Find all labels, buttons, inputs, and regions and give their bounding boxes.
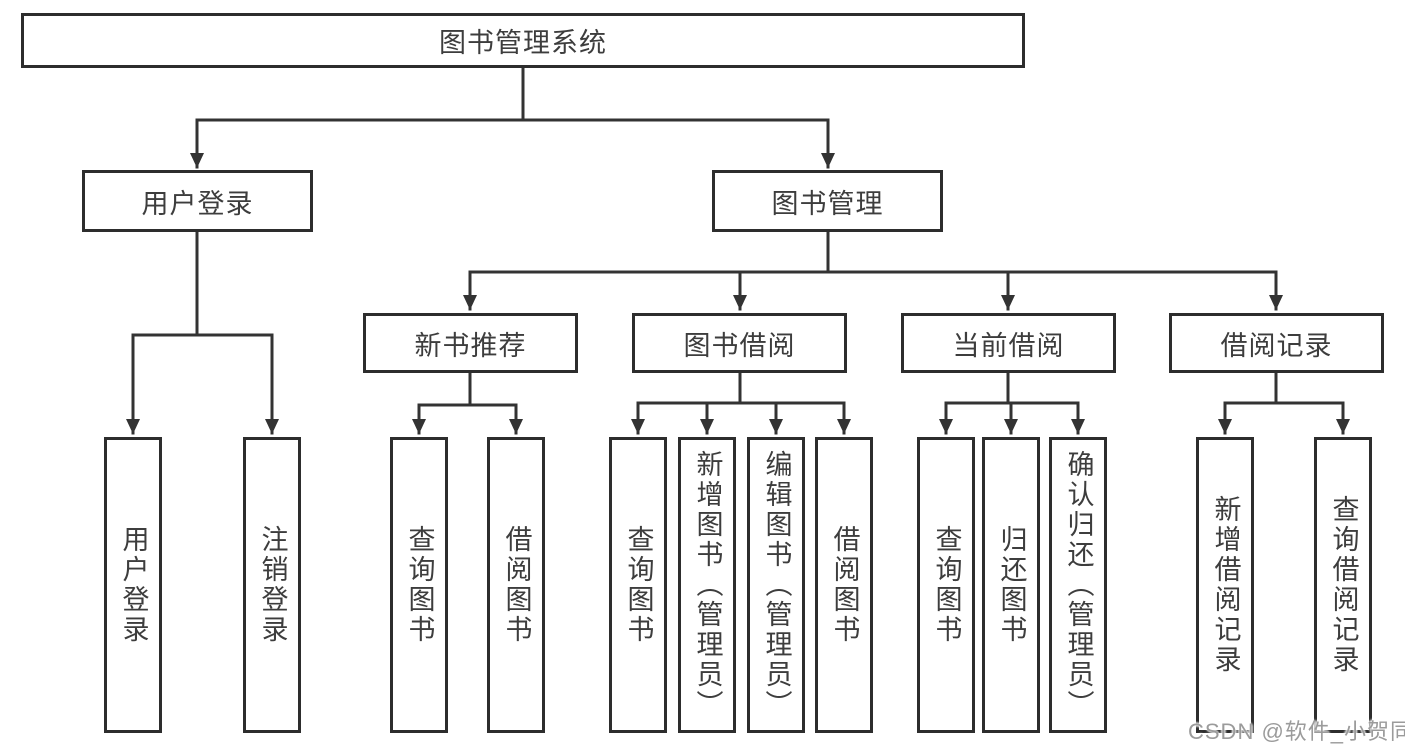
leaf-borrow-books-recommend: 借阅图书 xyxy=(487,437,545,733)
leaf-return-books-label: 归还图书 xyxy=(996,525,1027,645)
leaf-query-books-borrowing: 查询图书 xyxy=(609,437,667,733)
leaf-query-books-recommend-label: 查询图书 xyxy=(404,525,435,645)
leaf-borrow-books: 借阅图书 xyxy=(815,437,873,733)
node-root-library-system: 图书管理系统 xyxy=(21,13,1025,68)
leaf-edit-books-admin-label: 编辑图书（管理员） xyxy=(761,450,792,720)
node-new-book-recommend: 新书推荐 xyxy=(363,313,578,373)
leaf-add-borrow-record: 新增借阅记录 xyxy=(1196,437,1254,733)
leaf-query-borrow-record-label: 查询借阅记录 xyxy=(1328,495,1359,675)
leaf-user-login: 用户登录 xyxy=(104,437,162,733)
leaf-return-books: 归还图书 xyxy=(982,437,1040,733)
leaf-user-login-label: 用户登录 xyxy=(118,525,149,645)
leaf-query-borrow-record: 查询借阅记录 xyxy=(1314,437,1372,733)
leaf-borrow-books-label: 借阅图书 xyxy=(829,525,860,645)
leaf-query-books-current-label: 查询图书 xyxy=(931,525,962,645)
csdn-watermark: CSDN @软件_小贺同学 xyxy=(1188,719,1405,744)
node-borrowing-records: 借阅记录 xyxy=(1169,313,1384,373)
leaf-add-borrow-record-label: 新增借阅记录 xyxy=(1210,495,1241,675)
node-user-login: 用户登录 xyxy=(82,170,313,232)
leaf-add-books-admin-label: 新增图书（管理员） xyxy=(692,450,723,720)
leaf-borrow-books-recommend-label: 借阅图书 xyxy=(501,525,532,645)
node-book-management: 图书管理 xyxy=(712,170,943,232)
leaf-query-books-current: 查询图书 xyxy=(917,437,975,733)
leaf-query-books-recommend: 查询图书 xyxy=(390,437,448,733)
leaf-confirm-return-admin: 确认归还（管理员） xyxy=(1049,437,1107,733)
leaf-add-books-admin: 新增图书（管理员） xyxy=(678,437,736,733)
leaf-logout: 注销登录 xyxy=(243,437,301,733)
leaf-logout-label: 注销登录 xyxy=(257,525,288,645)
leaf-confirm-return-admin-label: 确认归还（管理员） xyxy=(1063,450,1094,720)
node-current-borrowing: 当前借阅 xyxy=(901,313,1116,373)
leaf-edit-books-admin: 编辑图书（管理员） xyxy=(747,437,805,733)
node-book-borrowing: 图书借阅 xyxy=(632,313,847,373)
leaf-query-books-borrowing-label: 查询图书 xyxy=(623,525,654,645)
